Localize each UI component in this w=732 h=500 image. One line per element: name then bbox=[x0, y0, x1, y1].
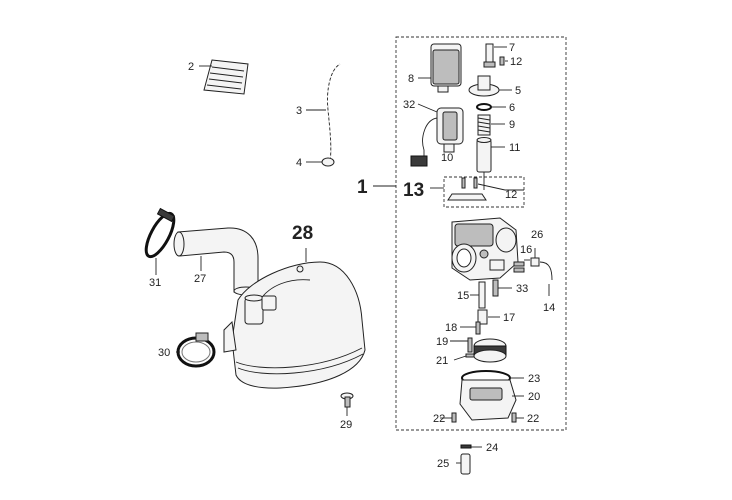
callout-25: 25 bbox=[437, 458, 449, 470]
callout-30: 30 bbox=[158, 347, 170, 359]
callout-32: 32 bbox=[403, 99, 415, 111]
carburetor-body bbox=[451, 217, 519, 281]
part-2-label-sticker bbox=[199, 59, 249, 95]
callout-13: 13 bbox=[403, 180, 424, 201]
callout-18: 18 bbox=[445, 322, 457, 334]
callout-3: 3 bbox=[296, 105, 302, 117]
part-18-pilot-jet bbox=[460, 321, 481, 335]
part-29-screw bbox=[340, 392, 354, 416]
part-12-screw-top bbox=[499, 56, 508, 66]
part-7-pin bbox=[483, 43, 507, 68]
part-33-main-jet bbox=[492, 279, 512, 297]
callout-6: 6 bbox=[509, 102, 515, 114]
callout-22-left: 22 bbox=[433, 413, 445, 425]
callout-31: 31 bbox=[149, 277, 161, 289]
callout-14: 14 bbox=[543, 302, 555, 314]
callout-19: 19 bbox=[436, 336, 448, 348]
callout-2: 2 bbox=[188, 61, 194, 73]
callout-15: 15 bbox=[457, 290, 469, 302]
part-16-adjust-screw bbox=[513, 259, 530, 273]
part-14-drain-tube bbox=[539, 261, 553, 296]
callout-28: 28 bbox=[292, 223, 313, 244]
part-28-air-filter-housing bbox=[223, 248, 366, 389]
callout-12-top: 12 bbox=[510, 56, 522, 68]
callout-4: 4 bbox=[296, 157, 302, 169]
callout-20: 20 bbox=[528, 391, 540, 403]
part-20-float-bowl bbox=[459, 379, 524, 421]
callout-27: 27 bbox=[194, 273, 206, 285]
part-26-fitting bbox=[530, 248, 540, 267]
callout-26: 26 bbox=[531, 229, 543, 241]
part-6-o-ring bbox=[476, 103, 506, 111]
part-24-clip bbox=[460, 444, 482, 449]
part-30-hose-clamp bbox=[176, 332, 216, 368]
callout-24: 24 bbox=[486, 442, 498, 454]
callout-1: 1 bbox=[357, 177, 368, 198]
part-19-float-needle bbox=[450, 337, 473, 353]
part-13-jet-set bbox=[430, 177, 524, 201]
part-31-cable-tie bbox=[144, 207, 176, 275]
callout-11: 11 bbox=[509, 142, 520, 154]
callout-16: 16 bbox=[520, 244, 532, 256]
callout-29: 29 bbox=[340, 419, 352, 431]
callout-17: 17 bbox=[503, 312, 515, 324]
part-8-cap-cover bbox=[418, 43, 462, 93]
part-17-jet-holder bbox=[477, 309, 500, 325]
callout-33: 33 bbox=[516, 283, 528, 295]
float bbox=[473, 338, 507, 363]
part-11-slide-needle bbox=[476, 137, 505, 190]
part-22-bowl-screw-left bbox=[440, 412, 457, 423]
callout-23: 23 bbox=[528, 373, 540, 385]
part-4-clip bbox=[306, 157, 335, 167]
callout-7: 7 bbox=[509, 42, 515, 54]
callout-12-box: 12 bbox=[505, 189, 517, 201]
callout-9: 9 bbox=[509, 119, 515, 131]
part-22-bowl-screw-right bbox=[511, 412, 524, 423]
part-10-auto-choke bbox=[410, 103, 464, 167]
part-27-intake-elbow bbox=[173, 227, 259, 296]
part-3-cable bbox=[306, 63, 341, 163]
part-25-drain-plug bbox=[456, 453, 471, 475]
callout-22-right: 22 bbox=[527, 413, 539, 425]
callout-10: 10 bbox=[441, 152, 453, 164]
carburetor-assembly-box bbox=[395, 36, 567, 431]
part-21-pin bbox=[453, 353, 475, 361]
part-9-spring bbox=[477, 114, 505, 136]
part-15-needle-jet bbox=[470, 281, 486, 309]
part-5-top-cap bbox=[468, 75, 512, 97]
callout-8: 8 bbox=[408, 73, 414, 85]
callout-21: 21 bbox=[436, 355, 448, 367]
callout-5: 5 bbox=[515, 85, 521, 97]
